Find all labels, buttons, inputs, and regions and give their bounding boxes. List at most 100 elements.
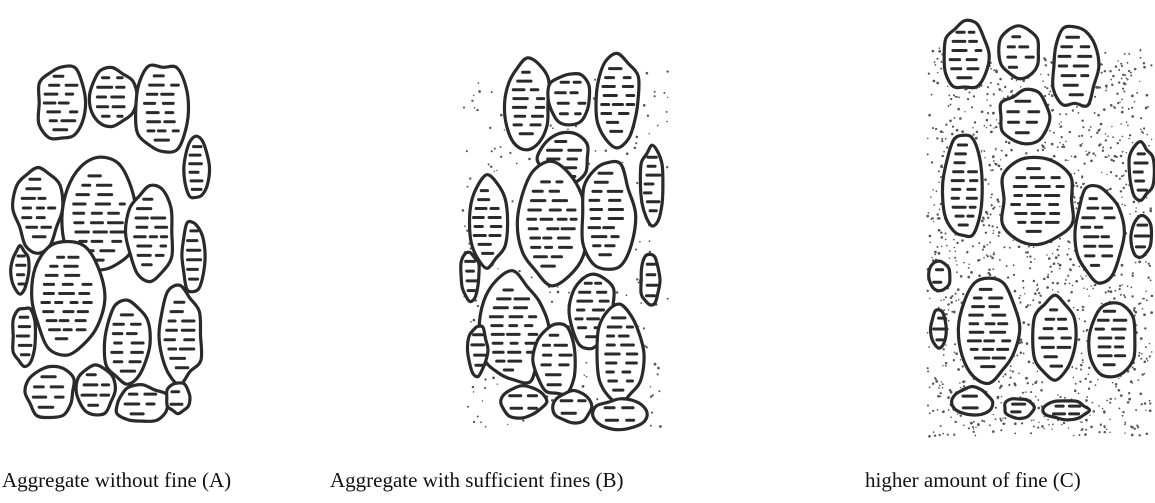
fine-particle xyxy=(1088,129,1090,131)
fine-particle xyxy=(1041,425,1044,428)
fine-particle xyxy=(1141,131,1143,133)
fine-particle xyxy=(1102,408,1104,410)
fine-particle xyxy=(949,250,951,252)
fine-particle xyxy=(1150,207,1152,209)
fine-particle xyxy=(1018,297,1020,299)
fine-particle xyxy=(972,426,974,428)
fine-particle xyxy=(1138,261,1141,264)
fine-particle xyxy=(1120,63,1122,65)
fine-particle xyxy=(1083,330,1085,332)
fine-particle xyxy=(1052,282,1054,284)
fine-particle xyxy=(1094,96,1096,98)
fine-particle xyxy=(1028,360,1030,362)
fine-particle xyxy=(934,251,937,254)
fine-particle xyxy=(1029,267,1031,269)
fine-particle xyxy=(1101,303,1103,305)
fine-particle xyxy=(1053,132,1055,134)
fine-particle xyxy=(1057,146,1059,148)
fine-particle xyxy=(1046,87,1048,89)
fine-particle xyxy=(1143,66,1146,69)
fine-particle xyxy=(1146,94,1149,97)
fine-particle xyxy=(1132,275,1134,277)
fine-particle xyxy=(960,359,961,360)
fine-particle xyxy=(1144,373,1146,375)
fine-particle xyxy=(984,157,985,158)
fine-particle xyxy=(952,126,954,128)
fine-particle xyxy=(1070,291,1073,294)
fine-particle xyxy=(928,212,930,214)
fine-particle xyxy=(1027,382,1029,384)
fine-particle xyxy=(986,119,989,122)
fine-particle xyxy=(948,409,950,411)
fine-particle xyxy=(659,425,662,428)
fine-particle xyxy=(1061,136,1063,138)
fine-particle xyxy=(963,424,965,426)
fine-particle xyxy=(484,387,486,389)
fine-particle xyxy=(667,298,669,300)
fine-particle xyxy=(999,259,1001,261)
fine-particle xyxy=(1147,134,1149,136)
fine-particle xyxy=(1040,74,1041,75)
fine-particle xyxy=(1000,168,1002,170)
fine-particle xyxy=(1045,64,1047,66)
aggregate-particle xyxy=(159,285,202,385)
caption-panel-c: higher amount of fine (C) xyxy=(865,470,1081,491)
fine-particle xyxy=(1098,144,1100,146)
fine-particle xyxy=(937,72,938,73)
fine-particle xyxy=(991,193,993,195)
fine-particle xyxy=(1016,80,1017,81)
fine-particle xyxy=(927,153,929,155)
fine-particle xyxy=(1014,422,1017,425)
aggregate-particle xyxy=(942,135,982,236)
fine-particle xyxy=(1060,121,1061,122)
fine-particle xyxy=(950,416,952,418)
fine-particle xyxy=(937,213,939,215)
fine-particle xyxy=(983,224,985,226)
fine-particle xyxy=(582,385,585,388)
fine-particle xyxy=(960,275,963,278)
fine-particle xyxy=(1026,342,1029,345)
fine-particle xyxy=(1038,422,1039,423)
fine-particle xyxy=(948,309,950,311)
fine-particle xyxy=(1030,261,1032,263)
fine-particle xyxy=(635,142,637,144)
fine-particle xyxy=(1146,432,1149,435)
aggregate-particle xyxy=(167,383,190,414)
fine-particle xyxy=(944,232,946,234)
fine-particle xyxy=(945,296,947,298)
fine-particle xyxy=(489,127,491,129)
fine-particle xyxy=(1075,368,1077,370)
fine-particle xyxy=(1038,301,1041,304)
fine-particle xyxy=(1078,135,1080,137)
fine-particle xyxy=(1034,381,1037,384)
fine-particle xyxy=(1067,275,1069,277)
fine-particle xyxy=(1029,255,1031,257)
fine-particle xyxy=(1058,246,1060,248)
fine-particle xyxy=(1073,377,1075,379)
fine-particle xyxy=(935,128,937,130)
fine-particle xyxy=(1049,130,1051,132)
fine-particle xyxy=(955,96,957,98)
fine-particle xyxy=(1127,401,1130,404)
fine-particle xyxy=(1119,139,1121,141)
fine-particle xyxy=(946,245,948,247)
fine-particle xyxy=(1106,429,1108,431)
fine-particle xyxy=(999,418,1001,420)
fine-particle xyxy=(1078,169,1080,171)
fine-particle xyxy=(1044,416,1045,417)
fine-particle xyxy=(1113,297,1116,300)
fine-particle xyxy=(988,224,990,226)
fine-particle xyxy=(940,396,942,398)
fine-particle xyxy=(1124,83,1126,85)
fine-particle xyxy=(1061,146,1063,148)
fine-particle xyxy=(636,136,639,139)
fine-particle xyxy=(1059,264,1062,267)
fine-particle xyxy=(950,98,952,100)
fine-particle xyxy=(1097,379,1098,380)
fine-particle xyxy=(962,365,964,367)
fine-particle xyxy=(640,302,642,304)
fine-particle xyxy=(1125,77,1127,79)
fine-particle xyxy=(929,387,931,389)
fine-particle xyxy=(967,98,969,100)
fine-particle xyxy=(932,382,934,384)
